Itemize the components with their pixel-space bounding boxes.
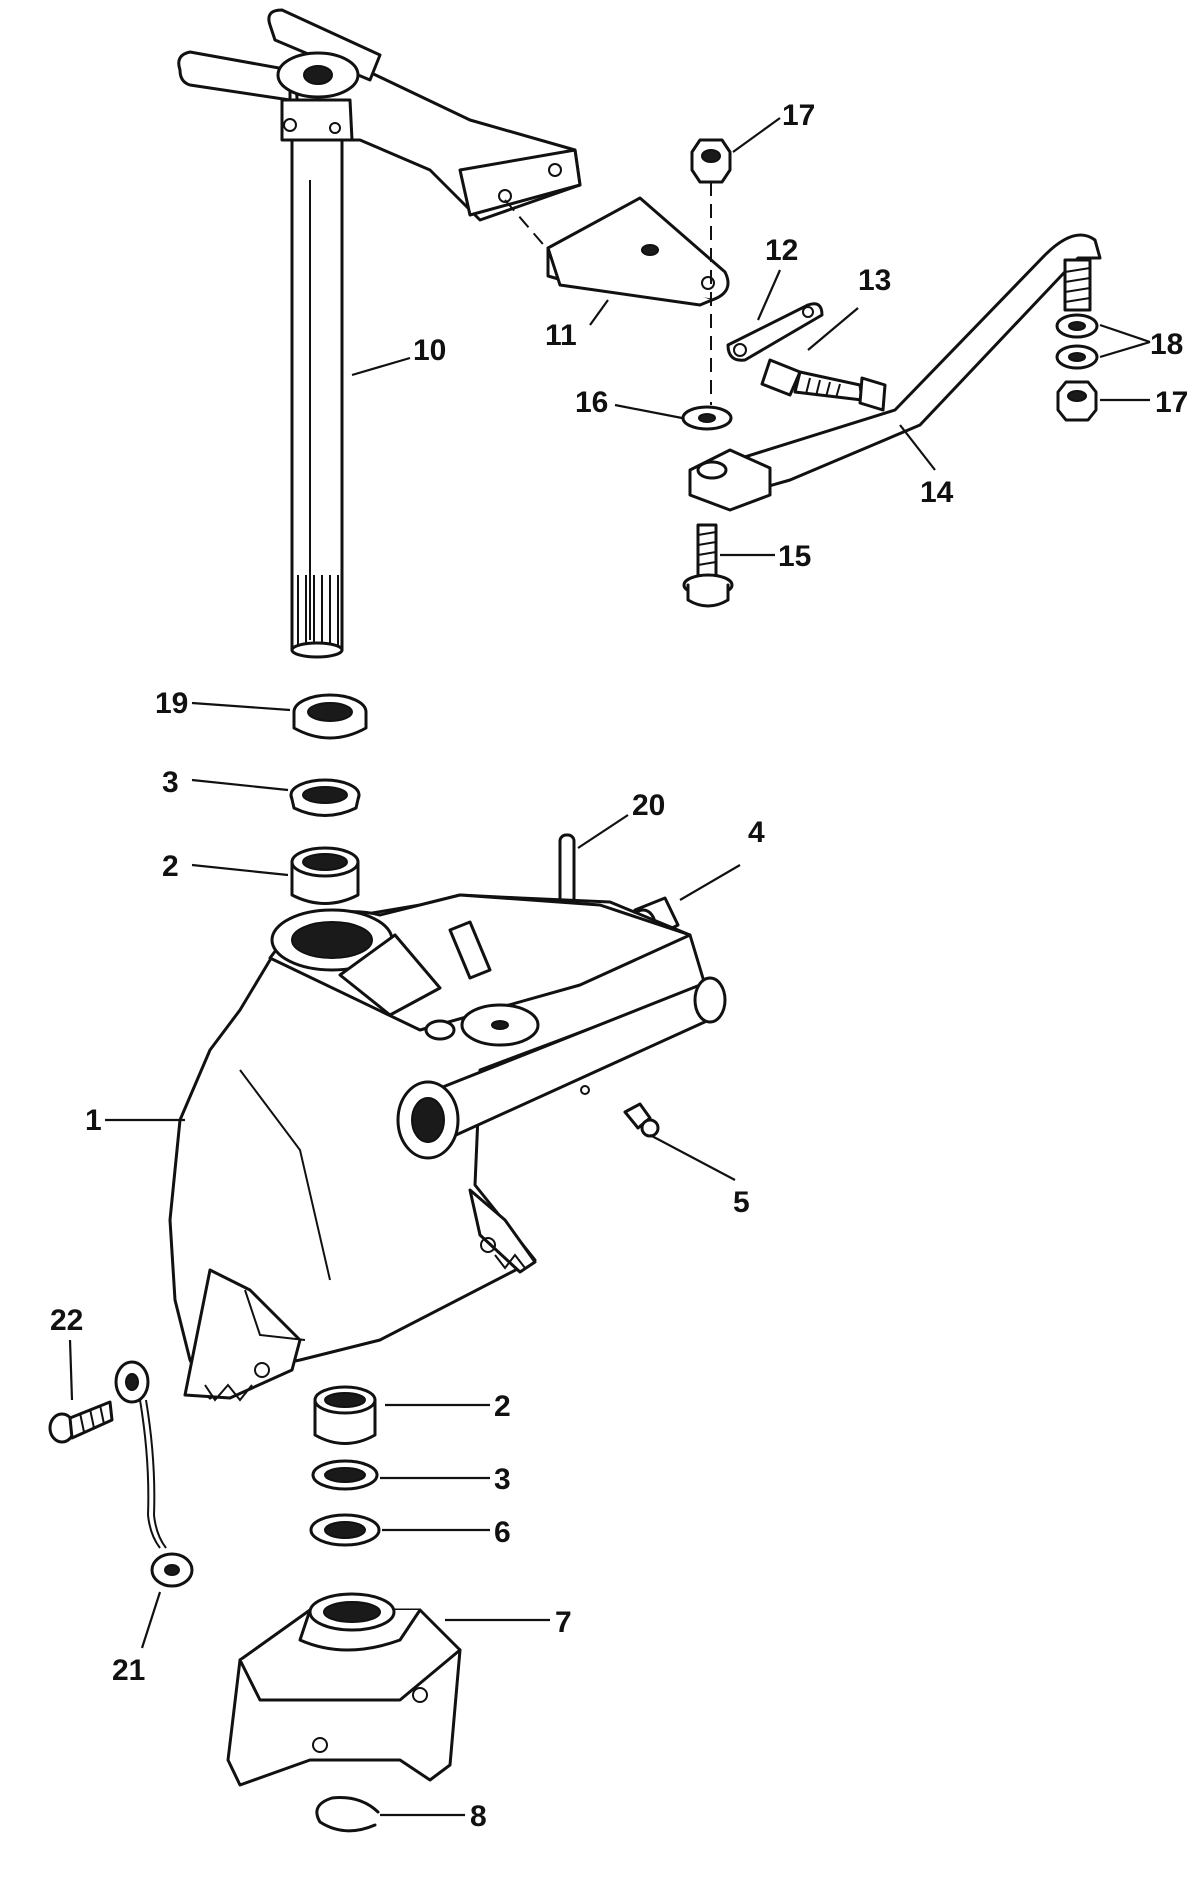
callout-11: 11 <box>545 319 577 352</box>
callout-16: 16 <box>575 386 608 419</box>
part-1-swivel-bracket <box>168 893 727 1402</box>
part-8-snap-ring <box>315 1796 380 1833</box>
part-7-steering-yoke <box>226 1592 462 1787</box>
callout-1: 1 <box>85 1104 102 1137</box>
part-17-locknut-right <box>1056 380 1098 422</box>
callout-3: 3 <box>162 766 179 799</box>
part-21-ground-strap <box>114 1360 194 1588</box>
callout-17: 17 <box>782 99 815 132</box>
part-22-screw <box>48 1400 114 1444</box>
callout-2: 2 <box>494 1390 511 1423</box>
callout-labels: 1 2 2 3 3 4 5 6 7 8 10 11 12 13 14 15 16… <box>50 99 1188 1833</box>
part-19-seal <box>292 693 368 740</box>
callout-13: 13 <box>858 264 891 297</box>
part-17-locknut-top <box>690 138 732 184</box>
part-10-steering-arm <box>177 8 582 659</box>
part-20-pin <box>558 833 576 907</box>
part-2-bushing-upper <box>290 846 360 905</box>
leader-lines <box>68 117 1151 1817</box>
callout-3: 3 <box>494 1463 511 1496</box>
callout-6: 6 <box>494 1516 511 1549</box>
callout-15: 15 <box>778 540 811 573</box>
callout-2: 2 <box>162 850 179 883</box>
callout-20: 20 <box>632 789 665 822</box>
part-3-ring-upper <box>289 778 361 817</box>
part-15-bolt <box>682 523 734 608</box>
part-13-bolt <box>760 358 887 412</box>
assembly-line <box>504 199 549 251</box>
part-16-washer <box>681 405 733 431</box>
callout-5: 5 <box>733 1186 750 1219</box>
callout-22: 22 <box>50 1304 83 1337</box>
part-11-bracket <box>546 196 730 307</box>
part-14-link-rod <box>688 233 1102 512</box>
callout-8: 8 <box>470 1800 487 1833</box>
callout-12: 12 <box>765 234 798 267</box>
callout-17: 17 <box>1155 386 1188 419</box>
callout-10: 10 <box>413 334 446 367</box>
callout-4: 4 <box>748 816 765 849</box>
part-2-bushing-lower <box>313 1385 377 1445</box>
callout-7: 7 <box>555 1606 572 1639</box>
part-5-grease-fitting <box>623 1102 660 1138</box>
callout-21: 21 <box>112 1654 145 1687</box>
part-6-washer <box>309 1513 381 1547</box>
callout-19: 19 <box>155 687 188 720</box>
part-12-link-plate <box>726 302 824 362</box>
callout-14: 14 <box>920 476 954 509</box>
part-3-ring-lower <box>311 1459 379 1491</box>
part-18-washers <box>1055 313 1099 370</box>
callout-18: 18 <box>1150 328 1183 361</box>
